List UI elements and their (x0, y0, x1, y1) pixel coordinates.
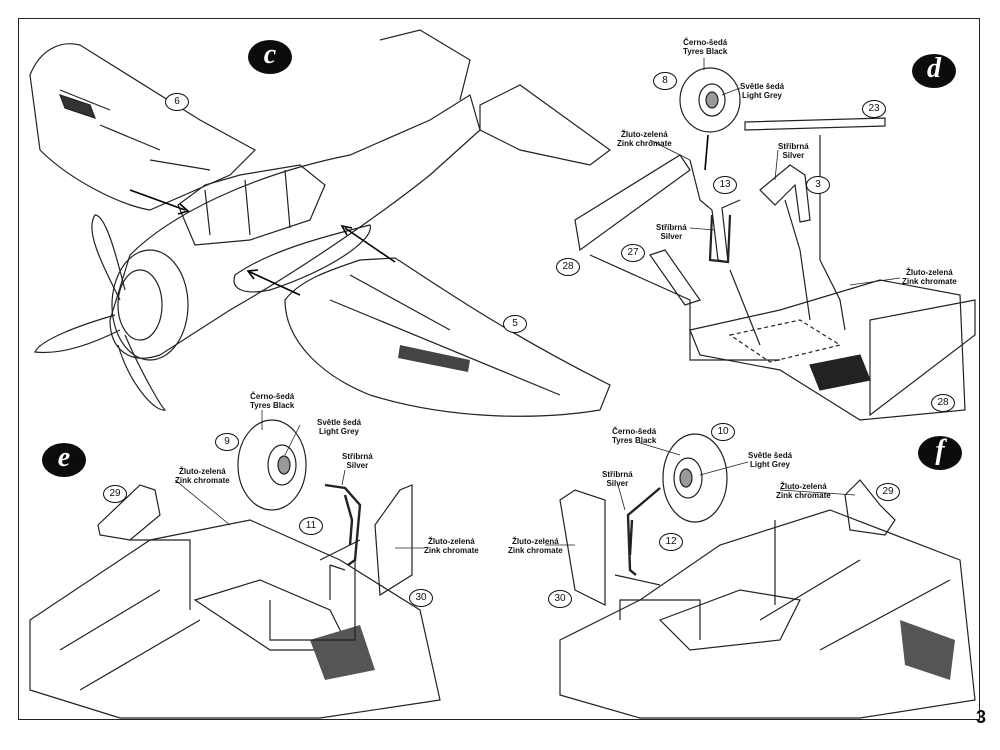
wing-left-part6 (29, 43, 256, 211)
cover-part29-right (844, 479, 896, 536)
part-number-23: 23 (862, 100, 886, 118)
assembly-lines-d (589, 135, 846, 361)
wheel-part10 (662, 433, 728, 523)
gear-leg-part11 (319, 483, 362, 571)
gear-leg-part12 (614, 487, 661, 586)
wheel-part9 (237, 419, 307, 511)
part-number-13: 13 (713, 176, 737, 194)
gear-door-part30-left (374, 484, 413, 597)
wing-underside-right (559, 509, 976, 719)
section-badge-d: d (912, 54, 956, 88)
gear-door-part28 (574, 154, 976, 417)
section-badge-e: e (42, 443, 86, 477)
part-number-29-left: 29 (103, 485, 127, 503)
wing-right-part5 (284, 257, 611, 417)
part-number-30-right: 30 (548, 590, 572, 608)
part-number-12: 12 (659, 533, 683, 551)
part-number-6: 6 (165, 93, 189, 111)
gear-strut-part13 (689, 134, 741, 264)
wheel-well (689, 279, 966, 421)
part-number-5: 5 (503, 315, 527, 333)
gear-door-part30-right (559, 489, 606, 606)
part-number-28-right: 28 (931, 394, 955, 412)
part-number-28-top: 28 (556, 258, 580, 276)
part-number-11: 11 (299, 517, 323, 535)
rod-part23 (744, 117, 886, 131)
page-number: 3 (975, 707, 986, 727)
part-number-8: 8 (653, 72, 677, 90)
bracket-part3 (759, 164, 811, 223)
section-badge-f: f (918, 436, 962, 470)
part-number-29-right: 29 (876, 483, 900, 501)
leader-lines (174, 58, 901, 549)
part-number-9: 9 (215, 433, 239, 451)
wing-underside-left (29, 519, 441, 719)
part-number-27: 27 (621, 244, 645, 262)
tailplane (479, 84, 612, 166)
cover-part29-left (97, 484, 161, 541)
part-number-30-left: 30 (409, 589, 433, 607)
part-number-10: 10 (711, 423, 735, 441)
part-number-3: 3 (806, 176, 830, 194)
assembly-arrows-c (129, 189, 396, 296)
door-part27 (649, 249, 701, 306)
wheel-part8 (679, 67, 741, 133)
fuselage-drawing (34, 29, 481, 411)
section-badge-c: c (248, 40, 292, 74)
